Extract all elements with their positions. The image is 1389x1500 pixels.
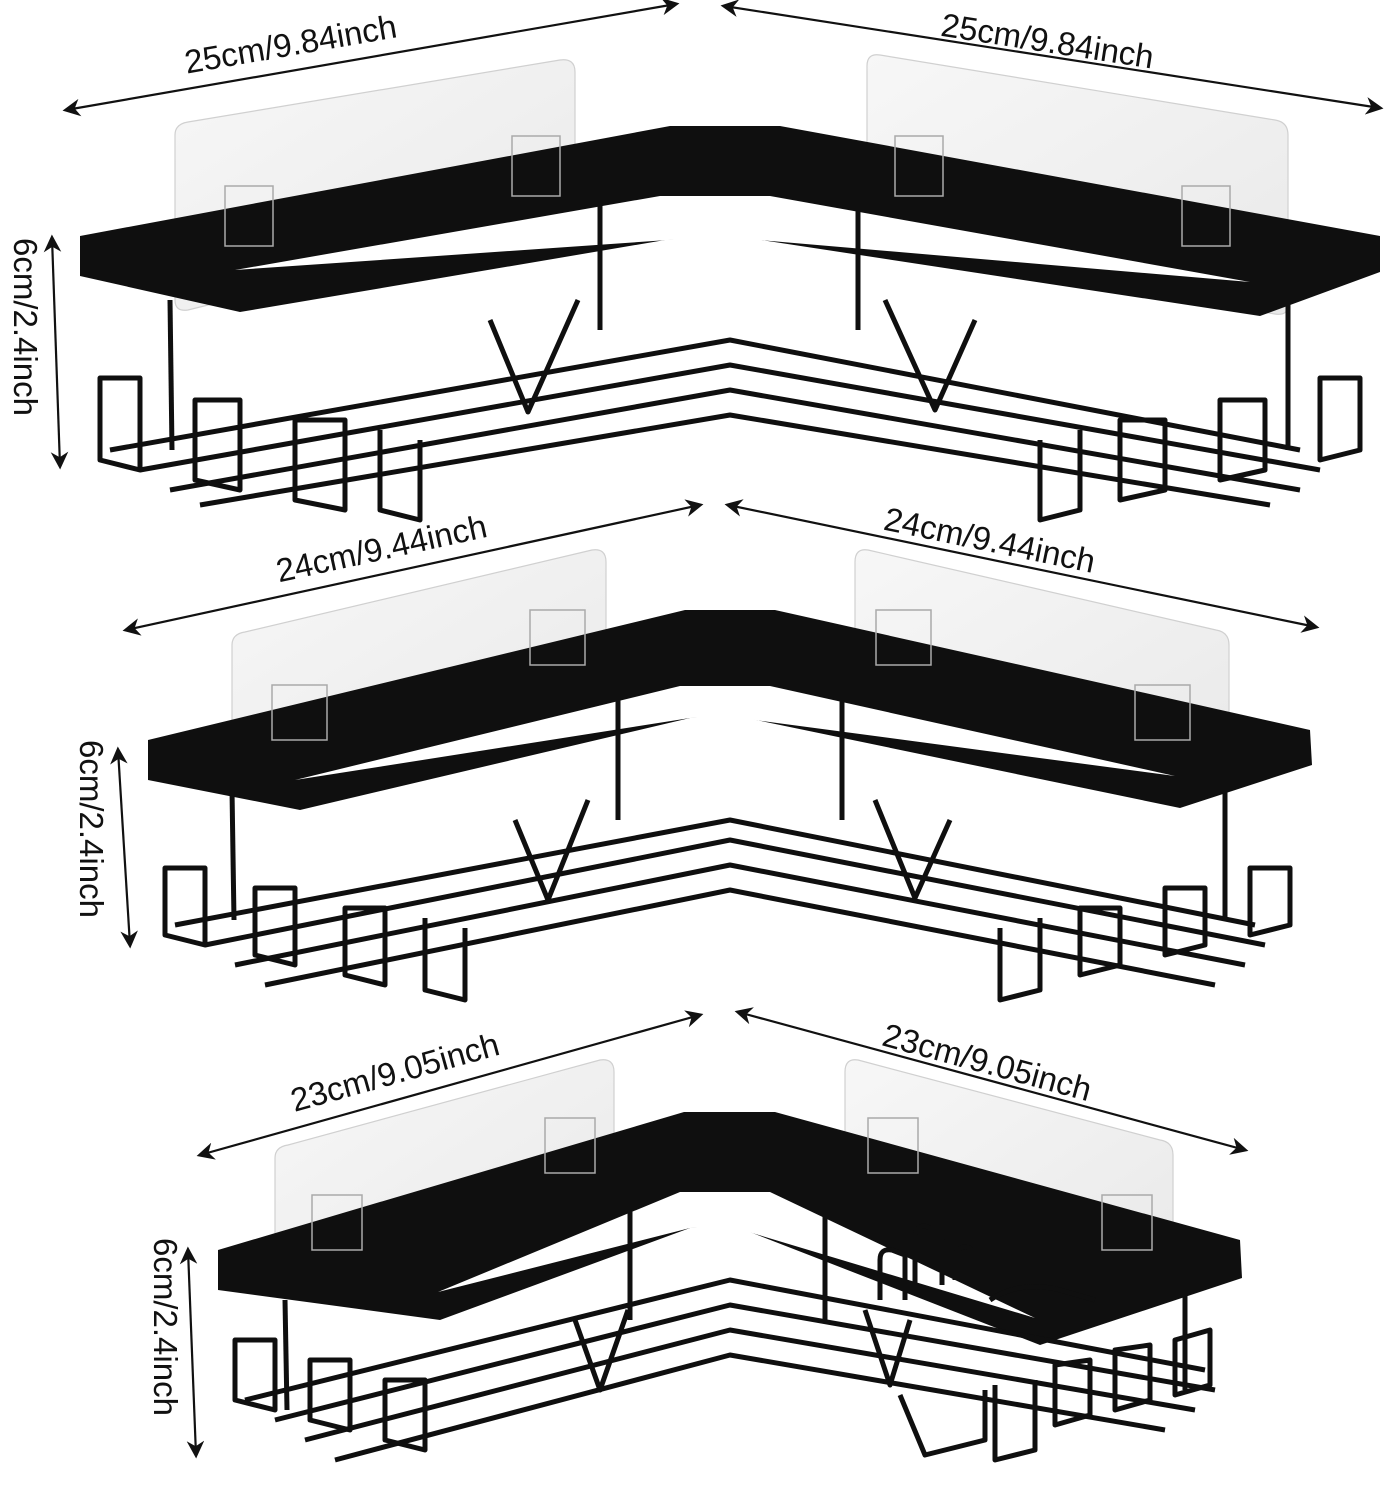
dimension-arrow-middle-right (724, 499, 1320, 633)
shelf-middle (110, 499, 1320, 1003)
dimension-arrow-top-height (43, 234, 69, 470)
dimension-arrow-bottom-left (196, 1010, 704, 1160)
dimension-arrow-top-right (720, 0, 1384, 115)
dimension-label-middle-height: 6cm/2.4inch (73, 740, 110, 918)
dimension-arrow-middle-height (110, 746, 138, 949)
dimension-arrow-bottom-height (179, 1246, 205, 1459)
dimension-label-bottom-height: 6cm/2.4inch (147, 1238, 184, 1416)
dimension-arrow-bottom-right (734, 1007, 1249, 1155)
dimension-label-top-height: 6cm/2.4inch (7, 238, 44, 416)
shelf-top (43, 0, 1384, 523)
dimension-arrow-top-left (62, 0, 680, 117)
shelf-bottom (179, 1007, 1249, 1463)
dimension-arrow-middle-left (122, 499, 704, 636)
caddy-frame (218, 1112, 1242, 1345)
